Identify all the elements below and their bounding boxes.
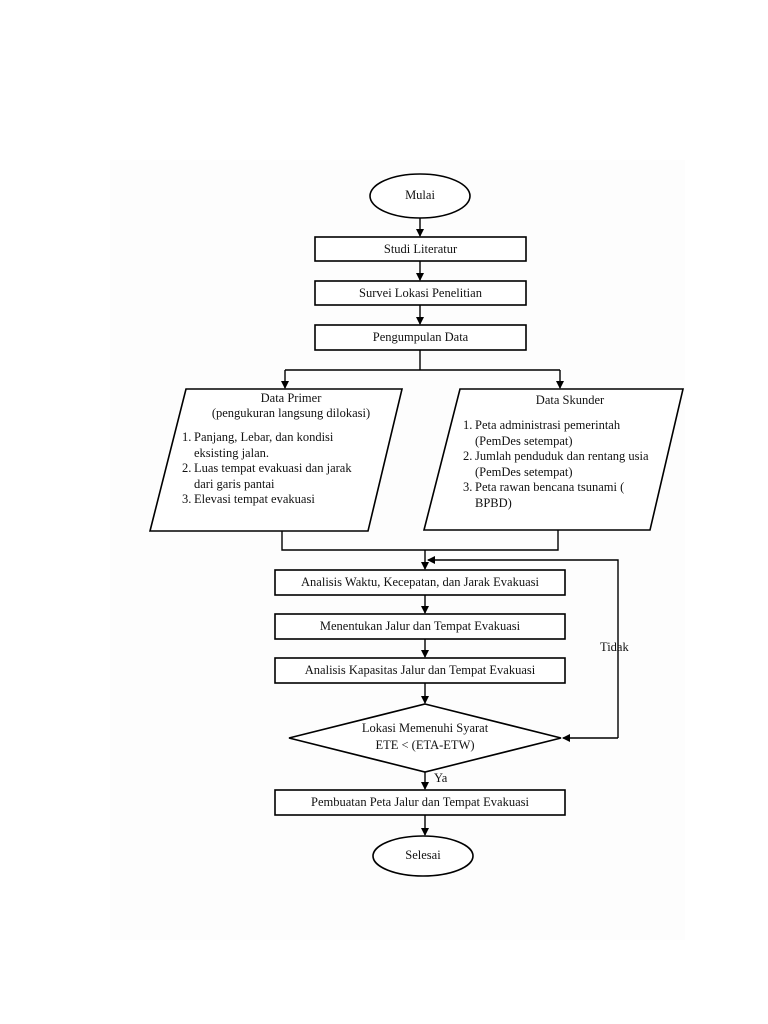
list-item: 2.Luas tempat evakuasi dan jarak dari ga…: [182, 461, 352, 491]
analisis-waktu-box: [274, 569, 566, 596]
kapasitas-box: [274, 657, 566, 684]
decision-yes-label: Ya: [434, 771, 448, 785]
list-item: 1.Panjang, Lebar, dan kondisi eksisting …: [182, 430, 334, 460]
list-item: 2.Jumlah penduduk dan rentang usia (PemD…: [463, 449, 649, 479]
primer-subtitle: (pengukuran langsung dilokasi): [211, 406, 371, 420]
survei-label: Survei Lokasi Penelitian: [359, 286, 482, 300]
decision-line2: ETE < (ETA-ETW): [375, 738, 475, 752]
primer-list: 1.Panjang, Lebar, dan kondisi eksisting …: [182, 430, 372, 508]
start-label: Mulai: [405, 188, 435, 202]
pembuatan-label: Pembuatan Peta Jalur dan Tempat Evakuasi: [311, 795, 529, 809]
survei-box: [314, 280, 527, 306]
skunder-title: Data Skunder: [535, 393, 605, 407]
pengumpulan-label: Pengumpulan Data: [372, 330, 469, 344]
decision-line1: Lokasi Memenuhi Syarat: [361, 721, 489, 735]
analisis-waktu-label: Analisis Waktu, Kecepatan, dan Jarak Eva…: [301, 575, 539, 589]
list-item: 3.Peta rawan bencana tsunami ( BPBD): [463, 480, 625, 510]
pembuatan-box: [274, 789, 566, 816]
pengumpulan-box: [314, 324, 527, 351]
end-terminator: [372, 835, 474, 877]
list-item: 3.Elevasi tempat evakuasi: [182, 492, 315, 506]
end-label: Selesai: [405, 848, 441, 862]
connector-merge: [281, 530, 559, 551]
decision-no-label: Tidak: [600, 640, 629, 654]
skunder-parallelogram: [422, 388, 685, 531]
primer-parallelogram: [148, 388, 404, 532]
menentukan-label: Menentukan Jalur dan Tempat Evakuasi: [319, 619, 521, 633]
kapasitas-label: Analisis Kapasitas Jalur dan Tempat Evak…: [304, 663, 536, 677]
menentukan-box: [274, 613, 566, 640]
skunder-list: 1.Peta administrasi pemerintah (PemDes s…: [463, 418, 663, 511]
studi-label: Studi Literatur: [383, 242, 458, 256]
feedback-loop-tidak: [427, 556, 619, 738]
list-item: 1.Peta administrasi pemerintah (PemDes s…: [463, 418, 621, 448]
primer-title: Data Primer: [260, 391, 322, 405]
